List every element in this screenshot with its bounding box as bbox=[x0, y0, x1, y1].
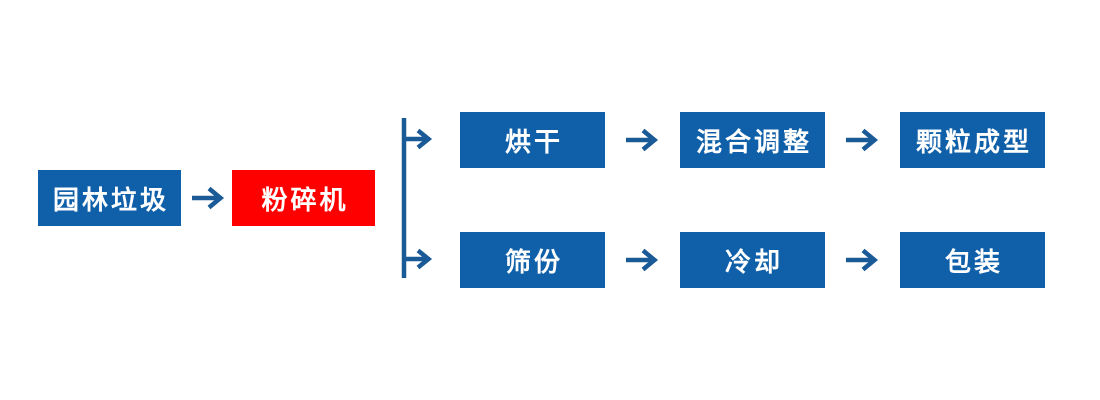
node-crusher: 粉碎机 bbox=[232, 170, 375, 226]
node-garden-waste: 园林垃圾 bbox=[38, 170, 181, 226]
arrow-right-icon bbox=[626, 128, 659, 152]
arrow-right-icon bbox=[626, 248, 659, 272]
node-mixing-adjustment: 混合调整 bbox=[680, 112, 825, 168]
node-crusher-label: 粉碎机 bbox=[261, 185, 349, 216]
node-mixing-adjustment-label: 混合调整 bbox=[695, 127, 812, 158]
node-cooling: 冷却 bbox=[680, 232, 825, 288]
node-sieving: 筛份 bbox=[460, 232, 605, 288]
node-garden-waste-label: 园林垃圾 bbox=[52, 185, 169, 216]
arrow-right-icon bbox=[846, 248, 879, 272]
node-cooling-label: 冷却 bbox=[724, 247, 783, 278]
branch-connector-icon bbox=[401, 118, 433, 278]
node-packing-label: 包装 bbox=[944, 247, 1003, 278]
node-drying-label: 烘干 bbox=[504, 127, 563, 158]
arrow-right-icon bbox=[192, 186, 225, 210]
node-pellet-forming-label: 颗粒成型 bbox=[915, 127, 1032, 158]
arrow-right-icon bbox=[846, 128, 879, 152]
node-sieving-label: 筛份 bbox=[504, 247, 563, 278]
node-pellet-forming: 颗粒成型 bbox=[900, 112, 1045, 168]
node-packing: 包装 bbox=[900, 232, 1045, 288]
node-drying: 烘干 bbox=[460, 112, 605, 168]
